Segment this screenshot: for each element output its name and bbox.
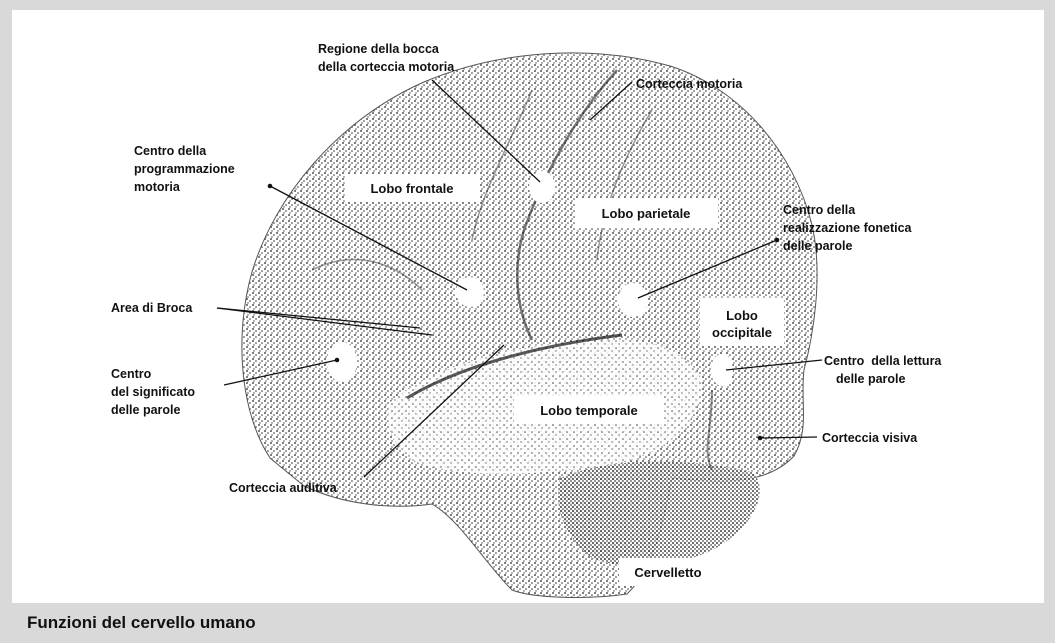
spot-word-meaning [327, 342, 357, 382]
lobe-temporal-label: Lobo temporale [540, 403, 638, 418]
label-auditory-cortex: Corteccia auditiva [229, 481, 338, 495]
label-motor-cortex: Corteccia motoria [636, 77, 743, 91]
lobe-frontal-label: Lobo frontale [370, 181, 453, 196]
lobe-cerebellum-label: Cervelletto [634, 565, 701, 580]
label-visual-cortex: Corteccia visiva [822, 431, 918, 445]
label-word-meaning-1: Centro [111, 367, 152, 381]
label-word-meaning-2: del significato [111, 385, 195, 399]
label-broca: Area di Broca [111, 301, 193, 315]
diagram-panel: Lobo frontale Lobo parietale Lobo occipi… [12, 10, 1044, 603]
label-motor-programming-2: programmazione [134, 162, 235, 176]
label-word-reading-1: Centro della lettura [824, 354, 942, 368]
cerebellum-region [558, 461, 760, 566]
brain-diagram: Lobo frontale Lobo parietale Lobo occipi… [12, 10, 1044, 603]
label-mouth-region-2: della corteccia motoria [318, 60, 455, 74]
label-phonetic-2: realizzazione fonetica [783, 221, 913, 235]
lobe-occipital-label-1: Lobo [726, 308, 758, 323]
label-motor-programming-1: Centro della [134, 144, 207, 158]
label-phonetic-1: Centro della [783, 203, 856, 217]
lobe-parietal-label: Lobo parietale [602, 206, 691, 221]
caption-bar: Funzioni del cervello umano [0, 604, 1055, 643]
label-word-reading-2: delle parole [836, 372, 906, 386]
lobe-occipital-label-2: occipitale [712, 325, 772, 340]
spot-motor-programming [456, 277, 484, 307]
label-phonetic-3: delle parole [783, 239, 853, 253]
spot-phonetic [618, 283, 648, 317]
figure-caption: Funzioni del cervello umano [27, 613, 256, 633]
label-mouth-region-1: Regione della bocca [318, 42, 440, 56]
label-word-meaning-3: delle parole [111, 403, 181, 417]
label-motor-programming-3: motoria [134, 180, 181, 194]
